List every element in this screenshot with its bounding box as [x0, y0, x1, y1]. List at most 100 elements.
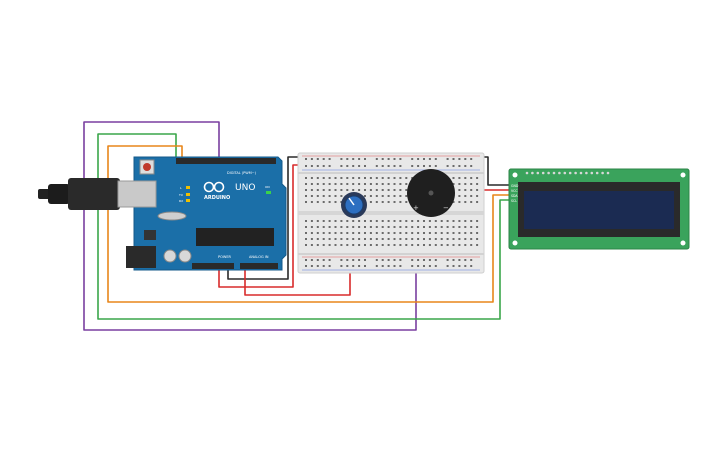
lcd-pin[interactable] — [574, 171, 577, 175]
breadboard-hole[interactable] — [476, 189, 479, 191]
breadboard-hole[interactable] — [346, 189, 349, 191]
breadboard-hole[interactable] — [452, 226, 455, 228]
breadboard-hole[interactable] — [452, 183, 455, 185]
breadboard-hole[interactable] — [316, 244, 319, 246]
breadboard-hole[interactable] — [446, 220, 449, 222]
breadboard-hole[interactable] — [322, 183, 325, 185]
breadboard-hole[interactable] — [434, 220, 437, 222]
breadboard-hole[interactable] — [428, 259, 431, 261]
breadboard-hole[interactable] — [452, 238, 455, 240]
wire-purple[interactable] — [83, 121, 417, 331]
breadboard-hole[interactable] — [322, 165, 325, 167]
breadboard-hole[interactable] — [381, 265, 384, 267]
breadboard-hole[interactable] — [334, 232, 337, 234]
breadboard-hole[interactable] — [387, 165, 390, 167]
breadboard-hole[interactable] — [458, 158, 461, 160]
breadboard-hole[interactable] — [305, 244, 307, 246]
breadboard-hole[interactable] — [476, 232, 479, 234]
breadboard-hole[interactable] — [411, 238, 414, 240]
breadboard-hole[interactable] — [316, 201, 319, 203]
breadboard-hole[interactable] — [428, 232, 431, 234]
breadboard-hole[interactable] — [340, 226, 343, 228]
breadboard-hole[interactable] — [358, 265, 361, 267]
breadboard-hole[interactable] — [328, 226, 331, 228]
breadboard-hole[interactable] — [446, 259, 449, 261]
breadboard-hole[interactable] — [328, 265, 331, 267]
breadboard-hole[interactable] — [470, 265, 473, 267]
breadboard-hole[interactable] — [458, 220, 461, 222]
breadboard-hole[interactable] — [369, 201, 372, 203]
breadboard-hole[interactable] — [358, 177, 361, 179]
breadboard-hole[interactable] — [405, 244, 408, 246]
breadboard-hole[interactable] — [470, 183, 473, 185]
breadboard-hole[interactable] — [358, 259, 361, 261]
breadboard-hole[interactable] — [322, 238, 325, 240]
breadboard-hole[interactable] — [381, 226, 384, 228]
breadboard-hole[interactable] — [352, 232, 355, 234]
breadboard-hole[interactable] — [423, 244, 425, 246]
breadboard-hole[interactable] — [328, 244, 331, 246]
breadboard-hole[interactable] — [322, 189, 325, 191]
breadboard-hole[interactable] — [364, 238, 366, 240]
breadboard-hole[interactable] — [375, 244, 378, 246]
breadboard-hole[interactable] — [364, 259, 366, 261]
breadboard-hole[interactable] — [405, 232, 408, 234]
breadboard-hole[interactable] — [393, 158, 396, 160]
breadboard-hole[interactable] — [423, 238, 425, 240]
breadboard-hole[interactable] — [458, 238, 461, 240]
breadboard-hole[interactable] — [310, 259, 313, 261]
breadboard-hole[interactable] — [364, 244, 366, 246]
breadboard-hole[interactable] — [476, 226, 479, 228]
breadboard-hole[interactable] — [305, 259, 307, 261]
breadboard-hole[interactable] — [411, 259, 414, 261]
breadboard-hole[interactable] — [387, 189, 390, 191]
breadboard-hole[interactable] — [423, 232, 425, 234]
breadboard-hole[interactable] — [346, 226, 349, 228]
breadboard-hole[interactable] — [375, 232, 378, 234]
breadboard-hole[interactable] — [310, 189, 313, 191]
lcd-pin[interactable] — [541, 171, 545, 175]
breadboard-hole[interactable] — [328, 201, 331, 203]
wire-green[interactable] — [97, 133, 512, 320]
breadboard-hole[interactable] — [310, 165, 313, 167]
wire-black-gnd[interactable] — [227, 156, 512, 280]
breadboard-hole[interactable] — [399, 232, 402, 234]
breadboard-hole[interactable] — [328, 177, 331, 179]
breadboard-hole[interactable] — [470, 259, 473, 261]
breadboard-hole[interactable] — [358, 226, 361, 228]
breadboard-hole[interactable] — [399, 165, 402, 167]
breadboard-hole[interactable] — [316, 265, 319, 267]
breadboard-hole[interactable] — [393, 183, 396, 185]
breadboard[interactable] — [297, 152, 485, 274]
breadboard-hole[interactable] — [458, 183, 461, 185]
breadboard-hole[interactable] — [364, 226, 366, 228]
breadboard-hole[interactable] — [340, 265, 343, 267]
breadboard-hole[interactable] — [452, 158, 455, 160]
breadboard-hole[interactable] — [346, 183, 349, 185]
breadboard-hole[interactable] — [417, 259, 420, 261]
breadboard-hole[interactable] — [375, 177, 378, 179]
breadboard-hole[interactable] — [328, 195, 331, 197]
breadboard-hole[interactable] — [428, 158, 431, 160]
breadboard-hole[interactable] — [305, 226, 307, 228]
breadboard-hole[interactable] — [399, 195, 402, 197]
breadboard-hole[interactable] — [452, 265, 455, 267]
breadboard-hole[interactable] — [352, 183, 355, 185]
breadboard-hole[interactable] — [328, 189, 331, 191]
breadboard-hole[interactable] — [452, 259, 455, 261]
breadboard-hole[interactable] — [310, 158, 313, 160]
breadboard-hole[interactable] — [387, 158, 390, 160]
breadboard-hole[interactable] — [358, 220, 361, 222]
breadboard-hole[interactable] — [417, 244, 420, 246]
breadboard-hole[interactable] — [364, 189, 366, 191]
wire-orange[interactable] — [107, 145, 512, 303]
breadboard-hole[interactable] — [399, 177, 402, 179]
breadboard-hole[interactable] — [322, 232, 325, 234]
breadboard-hole[interactable] — [375, 165, 378, 167]
breadboard-hole[interactable] — [452, 165, 455, 167]
breadboard-hole[interactable] — [316, 195, 319, 197]
breadboard-hole[interactable] — [334, 201, 337, 203]
breadboard-hole[interactable] — [458, 201, 461, 203]
breadboard-hole[interactable] — [316, 259, 319, 261]
breadboard-hole[interactable] — [434, 238, 437, 240]
